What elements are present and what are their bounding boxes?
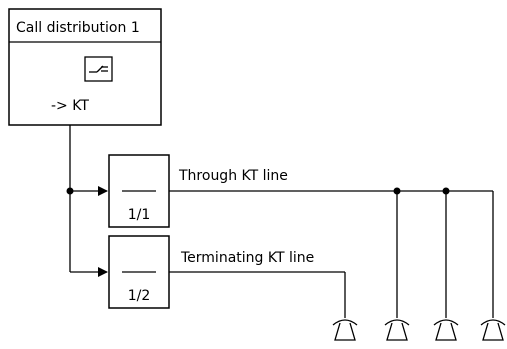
call-distribution-title: Call distribution 1 [16,20,140,36]
line-number-2: 1/2 [128,288,151,304]
distribution-connector [66,125,108,277]
line-box-1: 1/1 [108,154,170,228]
telephone-icon [384,319,410,341]
terminating-line-wiring [169,271,346,318]
call-distribution-box: Call distribution 1 -> KT [8,8,162,126]
telephone-icon [332,319,358,341]
line-number-1: 1/1 [128,207,151,223]
through-line-wiring [169,187,494,318]
line-box-2: 1/2 [108,235,170,309]
line-label-1: Through KT line [178,168,288,184]
switch-icon [84,56,113,82]
telephone-icon [480,319,506,341]
call-distribution-target: -> KT [51,98,89,114]
line-label-2: Terminating KT line [180,250,314,266]
telephone-icon [433,319,459,341]
